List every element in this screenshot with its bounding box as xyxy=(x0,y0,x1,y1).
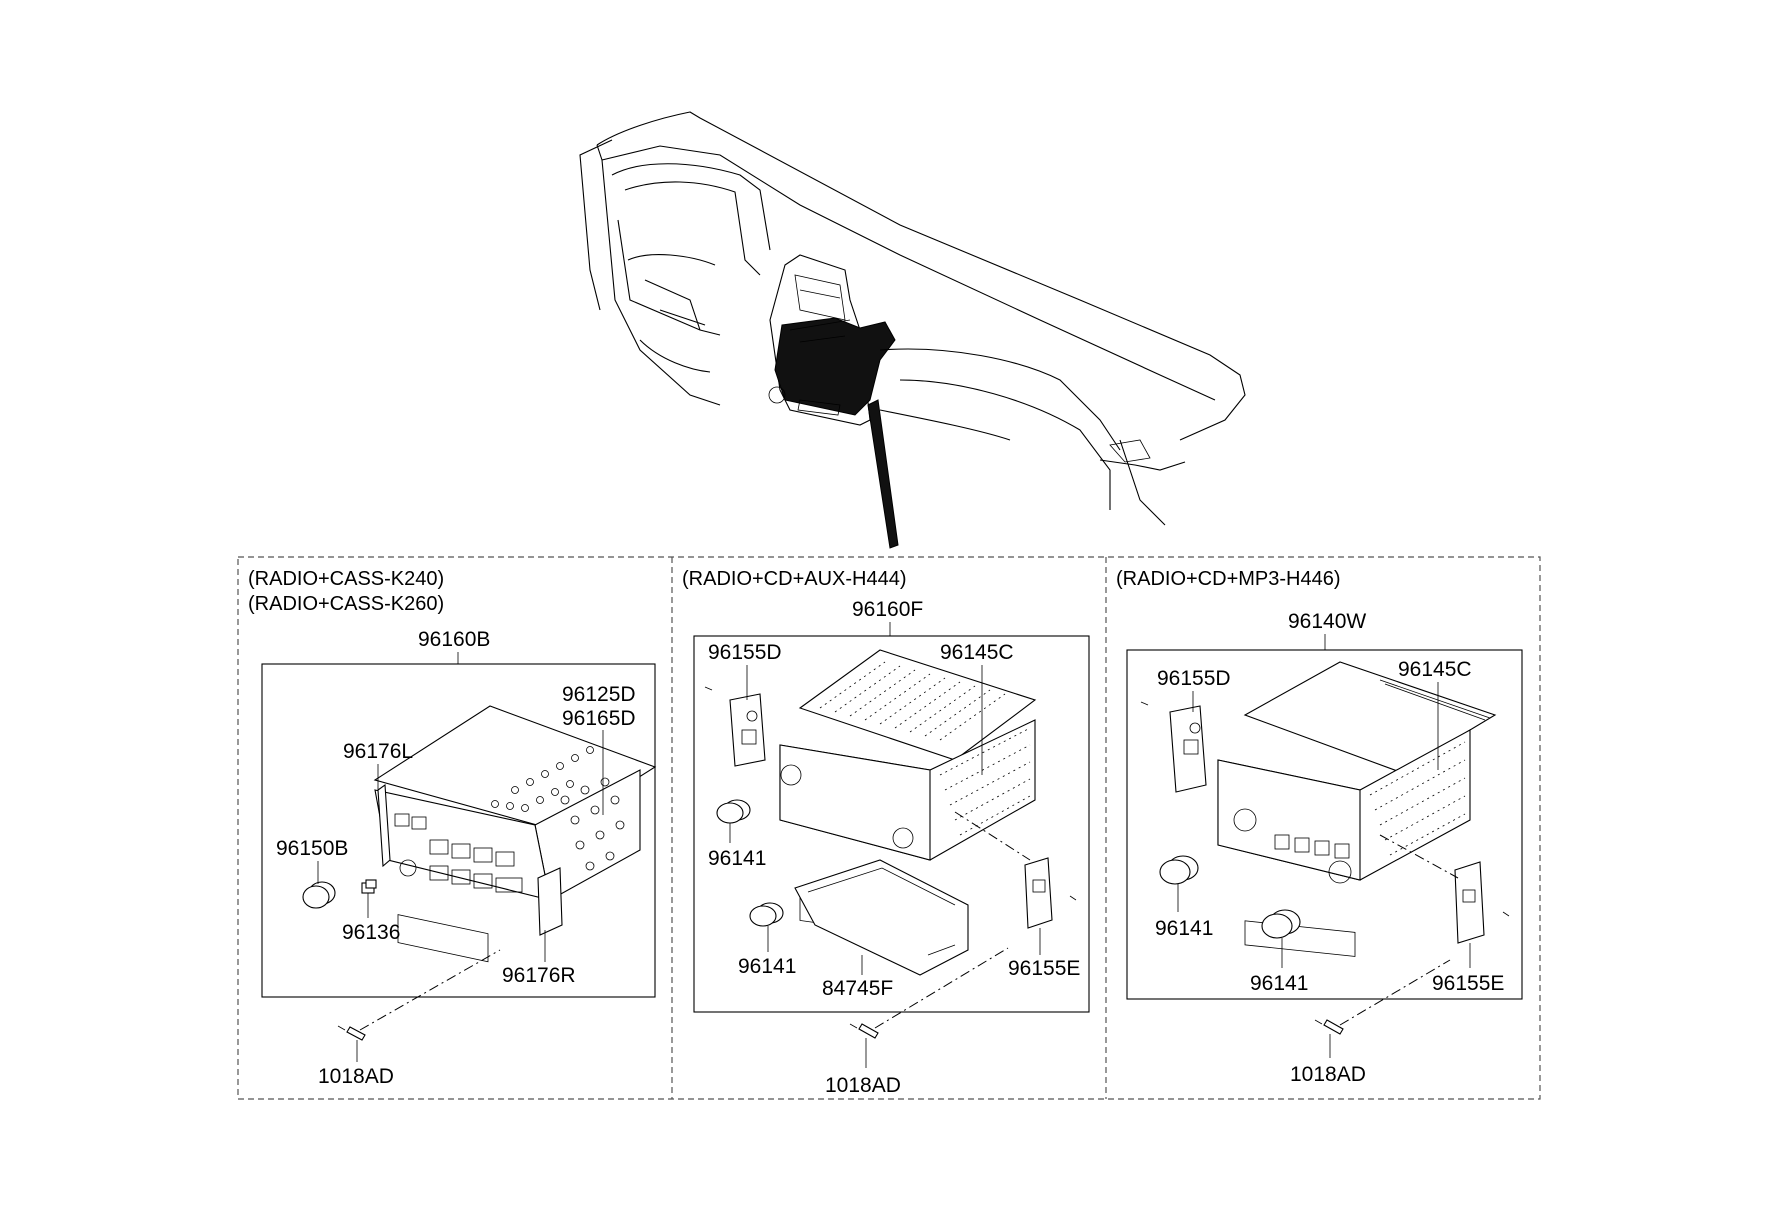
bracket-right xyxy=(537,867,563,936)
part-label: 96176L xyxy=(343,740,413,763)
panel-middle: (RADIO+CD+AUX-H444) 96160F xyxy=(682,568,1090,1097)
part-label: 96150B xyxy=(276,837,348,860)
bracket-right xyxy=(1024,857,1053,929)
part-label: 96141 xyxy=(708,847,766,870)
screw-icon xyxy=(849,1023,879,1039)
radio-faceplate xyxy=(1217,759,1361,881)
panel-right: (RADIO+CD+MP3-H446) 96140W xyxy=(1116,568,1523,1086)
panel-left: (RADIO+CASS-K240) (RADIO+CASS-K260) 9616… xyxy=(248,568,657,1088)
knob-icon xyxy=(749,902,784,927)
bracket-left xyxy=(377,783,391,868)
part-label: 96155E xyxy=(1432,972,1504,995)
cassette-slot xyxy=(397,914,489,963)
part-label: 96155E xyxy=(1008,957,1080,980)
screw-icon xyxy=(1314,1019,1344,1035)
knob-icon xyxy=(302,881,336,909)
screw-label: 1018AD xyxy=(318,1065,394,1088)
radio-faceplate xyxy=(779,744,931,861)
part-label: 96141 xyxy=(1250,972,1308,995)
part-label: 84745F xyxy=(822,977,893,1000)
panel-frame xyxy=(237,556,1541,1100)
part-label: 96141 xyxy=(1155,917,1213,940)
part-label: 96136 xyxy=(342,921,400,944)
assembly-label: 96160B xyxy=(418,628,490,651)
part-label: 96155D xyxy=(1157,667,1231,690)
part-label: 96155D xyxy=(708,641,782,664)
panel-header: (RADIO+CD+AUX-H444) xyxy=(682,568,907,590)
knob-icon xyxy=(716,799,751,824)
vent-holes xyxy=(1369,741,1466,856)
bracket-left xyxy=(1169,705,1207,793)
part-label: 96176R xyxy=(502,964,576,987)
knob-icon xyxy=(1159,855,1199,885)
vent-holes xyxy=(491,746,625,871)
panel-header: (RADIO+CASS-K240) xyxy=(248,568,444,590)
cd-slot xyxy=(1244,920,1356,957)
assembly-label: 96160F xyxy=(852,598,923,621)
part-label: 96125D xyxy=(562,683,636,706)
assembly-box xyxy=(261,663,656,998)
part-label: 96145C xyxy=(940,641,1014,664)
bracket-right xyxy=(1454,861,1485,944)
panel-header: (RADIO+CD+MP3-H446) xyxy=(1116,568,1341,590)
assembly-label: 96140W xyxy=(1288,610,1366,633)
screw-label: 1018AD xyxy=(1290,1063,1366,1086)
screw-label: 1018AD xyxy=(825,1074,901,1097)
small-knob-icon xyxy=(361,879,377,894)
part-label: 96145C xyxy=(1398,658,1472,681)
dashboard-illustration xyxy=(579,111,1246,549)
top-cover xyxy=(798,649,1037,761)
screw-icon xyxy=(337,1025,366,1041)
pocket-tray xyxy=(794,859,969,976)
vent-holes xyxy=(939,727,1031,836)
assembly-box xyxy=(1126,649,1523,1000)
panel-header: (RADIO+CASS-K260) xyxy=(248,593,444,615)
knob-icon xyxy=(1261,909,1301,939)
part-label: 96165D xyxy=(562,707,636,730)
assembly-box xyxy=(693,635,1090,1013)
top-cover xyxy=(1243,661,1497,773)
part-label: 96141 xyxy=(738,955,796,978)
